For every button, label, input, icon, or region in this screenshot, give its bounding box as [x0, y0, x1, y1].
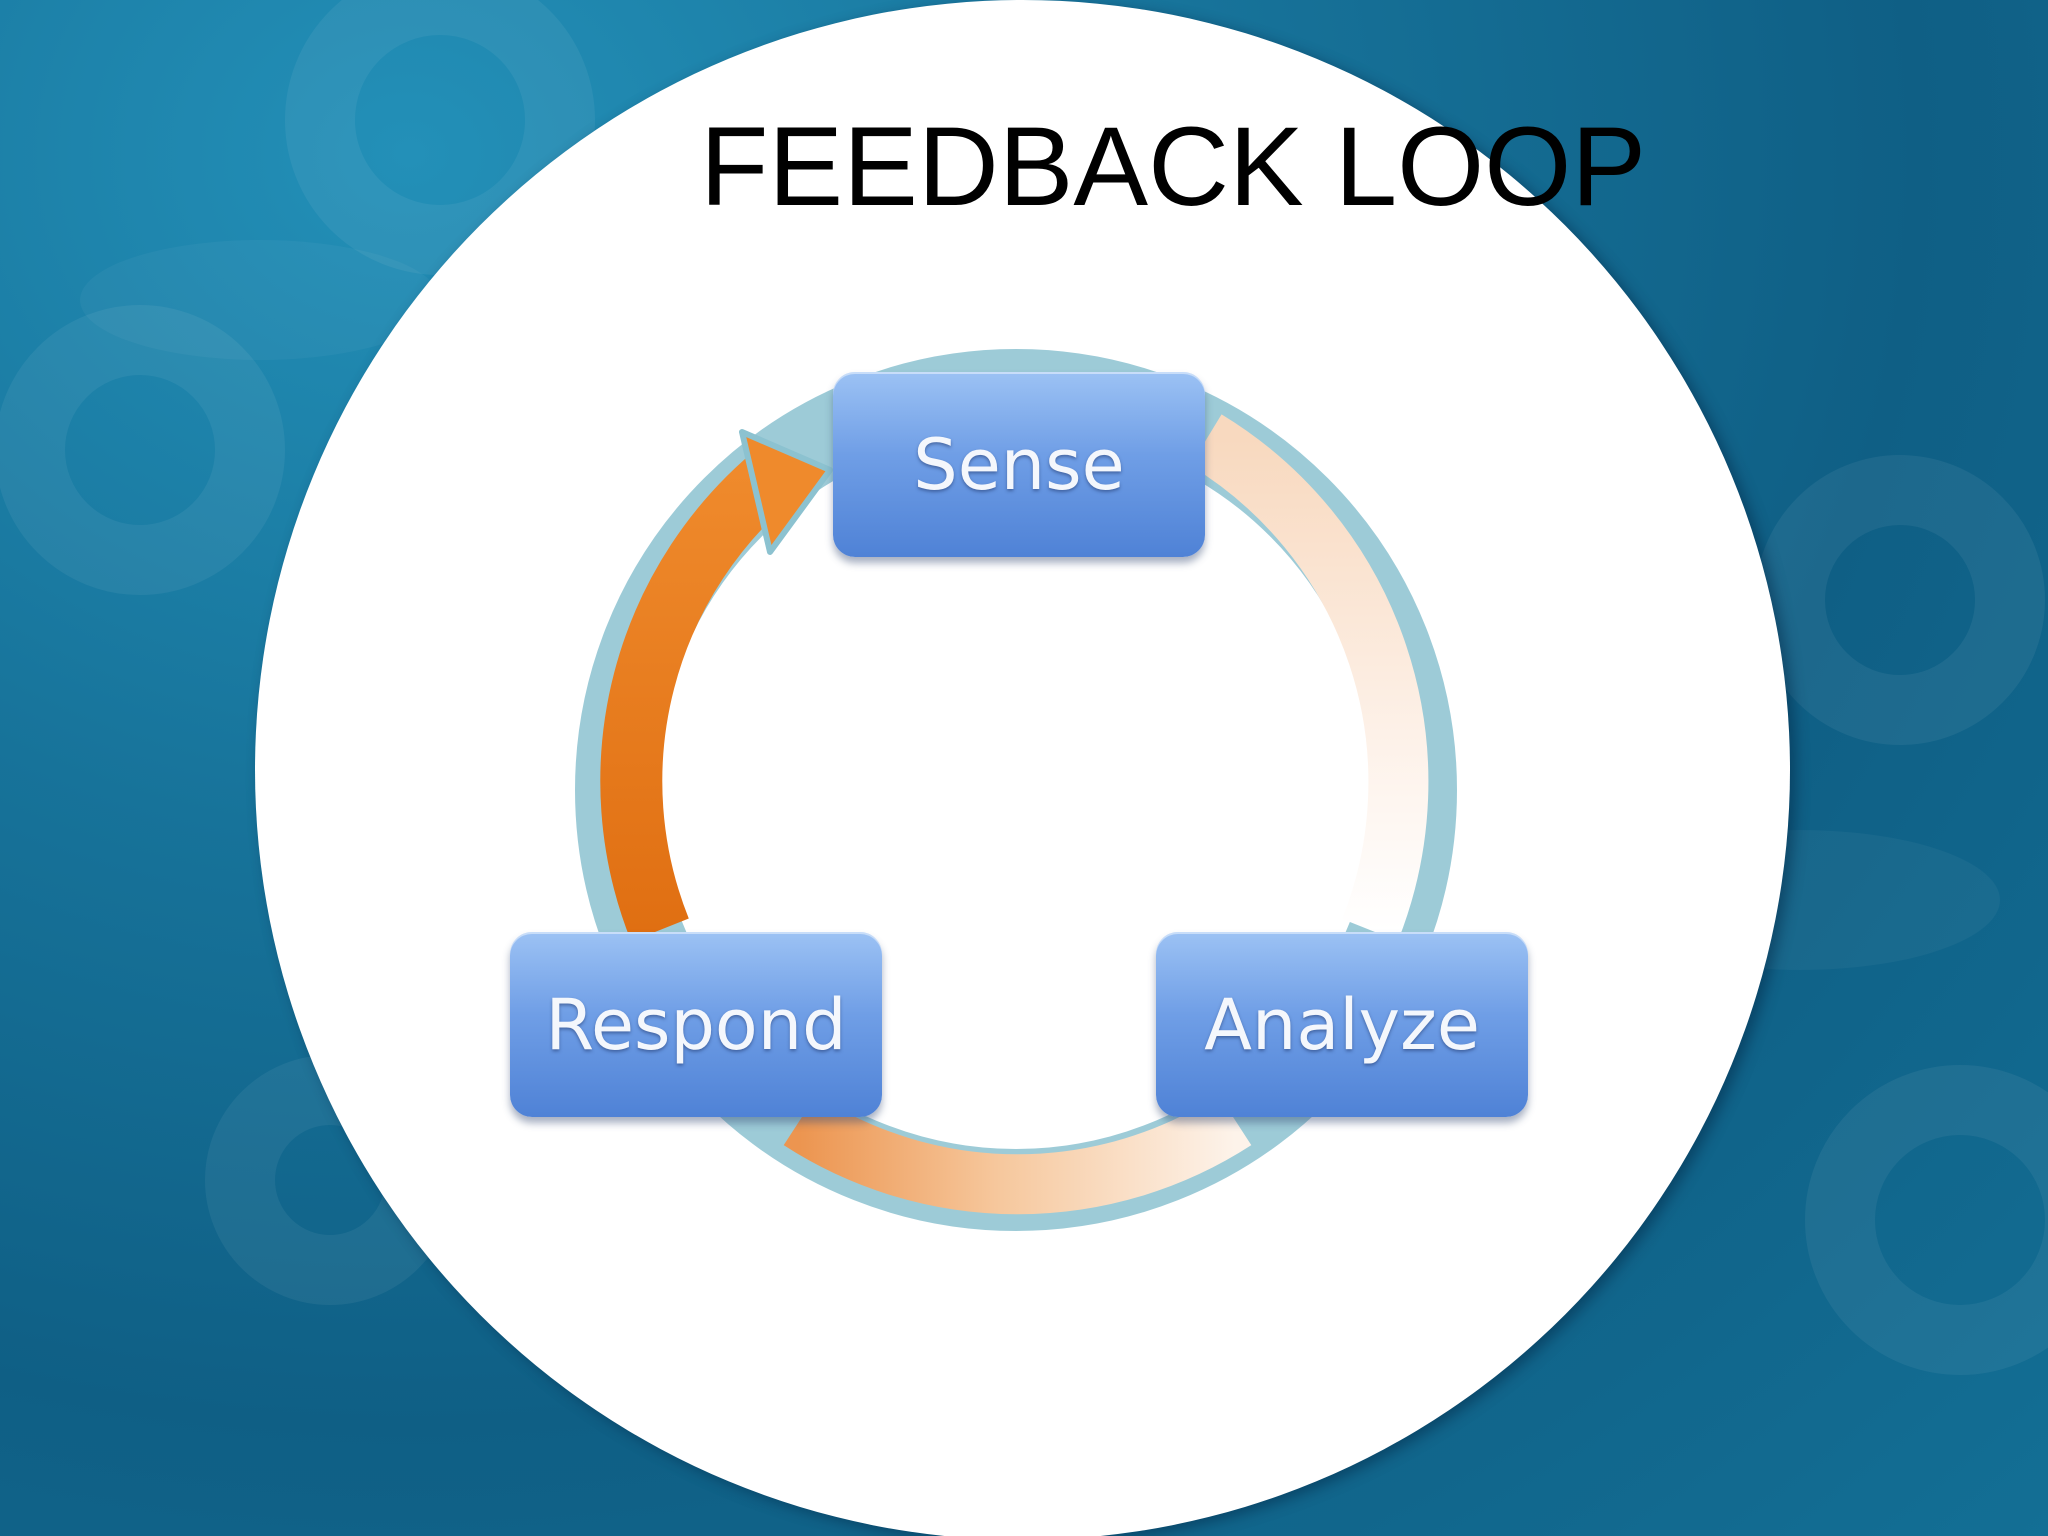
arc-respond-to-sense [600, 445, 800, 942]
node-analyze: Analyze [1156, 932, 1528, 1117]
arc-sense-to-analyze [1190, 414, 1429, 942]
node-sense: Sense [833, 372, 1205, 557]
arc-analyze-to-respond [783, 1094, 1252, 1215]
arrowhead-icon [739, 429, 833, 555]
slide-title: FEEDBACK LOOP [700, 104, 1647, 229]
white-circle-panel [255, 0, 1790, 1536]
node-respond: Respond [510, 932, 882, 1117]
